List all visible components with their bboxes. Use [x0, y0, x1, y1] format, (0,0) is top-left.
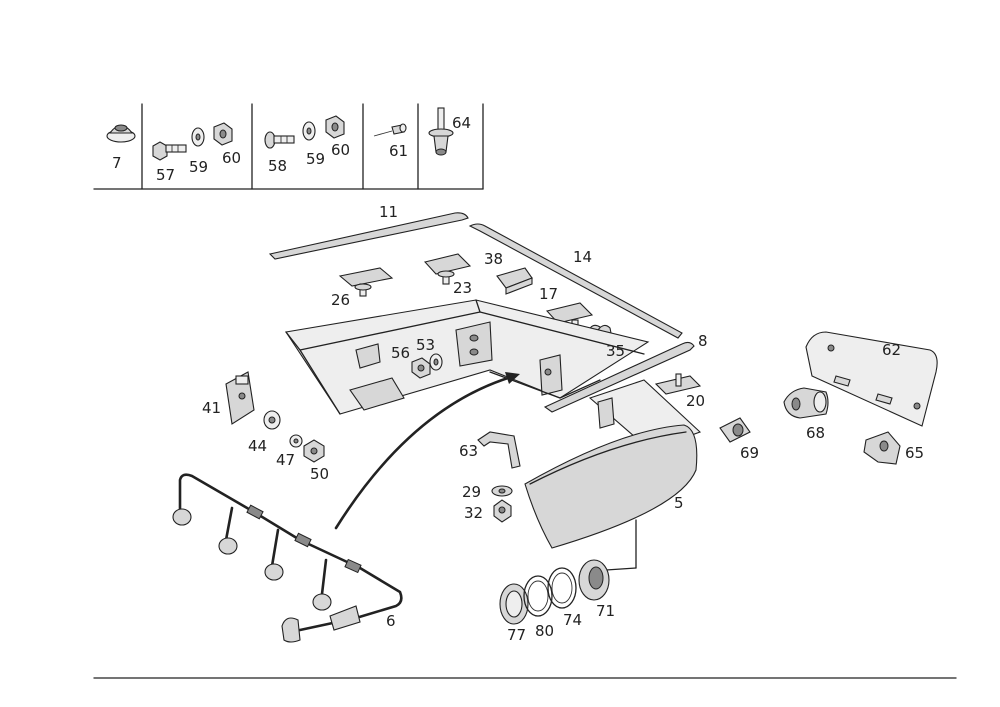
callout-20: 20 [686, 392, 705, 410]
nut-part-60a [213, 122, 233, 146]
rivet-part-64 [428, 107, 454, 156]
washer-part-47 [289, 434, 303, 448]
grommet-part-7 [106, 124, 136, 143]
callout-56: 56 [391, 344, 410, 362]
nut-part-32 [493, 499, 512, 523]
wiring-harness-part-6 [172, 473, 403, 643]
callout-6: 6 [386, 612, 396, 630]
clip-part-26 [338, 267, 394, 297]
callout-50: 50 [310, 465, 329, 483]
rail-part-8 [543, 341, 695, 413]
callout-53: 53 [416, 336, 435, 354]
callout-32: 32 [464, 504, 483, 522]
callout-59b: 59 [306, 150, 325, 168]
callout-59a: 59 [189, 158, 208, 176]
callout-29: 29 [462, 483, 481, 501]
arrow-head [505, 372, 520, 384]
callout-44: 44 [248, 437, 267, 455]
callout-11: 11 [379, 203, 398, 221]
washer-part-29 [491, 485, 513, 497]
nut-part-56 [411, 357, 431, 379]
trim-strip-part-11 [268, 212, 469, 260]
callout-47: 47 [276, 451, 295, 469]
callout-26: 26 [331, 291, 350, 309]
washer-part-44 [263, 410, 281, 430]
callout-65: 65 [905, 444, 924, 462]
callout-57: 57 [156, 166, 175, 184]
callout-60b: 60 [331, 141, 350, 159]
clip-part-20 [654, 373, 702, 395]
ring-part-80 [523, 575, 553, 617]
rivet-part-61 [373, 123, 407, 137]
washer-part-59a [191, 127, 205, 147]
ring-part-71 [578, 559, 610, 601]
callout-63: 63 [459, 442, 478, 460]
ring-part-74 [547, 567, 577, 609]
callout-71: 71 [596, 602, 615, 620]
callout-60a: 60 [222, 149, 241, 167]
license-panel-part-62 [805, 331, 938, 427]
washer-part-53 [429, 353, 443, 371]
callout-61: 61 [389, 142, 408, 160]
bolt-part-58 [264, 131, 295, 149]
callout-58: 58 [268, 157, 287, 175]
callout-80: 80 [535, 622, 554, 640]
trim-strip-part-14 [468, 223, 683, 339]
bracket-part-41 [225, 371, 255, 425]
bracket-part-38 [496, 267, 533, 295]
sensor-holder-part-68 [783, 387, 829, 419]
ring-part-77 [499, 583, 529, 625]
callout-68: 68 [806, 424, 825, 442]
bolt-part-57 [152, 141, 187, 161]
callout-5: 5 [674, 494, 684, 512]
callout-41: 41 [202, 399, 221, 417]
callout-35: 35 [606, 342, 625, 360]
callout-62: 62 [882, 341, 901, 359]
callout-69: 69 [740, 444, 759, 462]
nut-part-60b [325, 115, 345, 139]
callout-77: 77 [507, 626, 526, 644]
routing-arrow [334, 376, 510, 530]
callout-74: 74 [563, 611, 582, 629]
bumper-carrier [285, 299, 650, 415]
callout-23: 23 [453, 279, 472, 297]
bumper-cover-part-5 [524, 424, 698, 549]
bracket-part-63 [477, 431, 521, 469]
callout-labels: 7 57 59 60 58 59 60 61 64 11 14 38 26 23… [112, 114, 924, 644]
callout-38: 38 [484, 250, 503, 268]
sensor-part-69 [719, 417, 751, 443]
washer-part-59b [302, 121, 316, 141]
callout-17: 17 [539, 285, 558, 303]
hardware-table [93, 103, 484, 190]
clip-part-23 [423, 253, 472, 285]
callout-8: 8 [698, 332, 708, 350]
sensor-holder-part-65 [863, 431, 901, 465]
nut-part-50 [303, 439, 325, 463]
callout-14: 14 [573, 248, 592, 266]
callout-64: 64 [452, 114, 471, 132]
leader-71 [605, 567, 637, 571]
callout-7: 7 [112, 154, 122, 172]
